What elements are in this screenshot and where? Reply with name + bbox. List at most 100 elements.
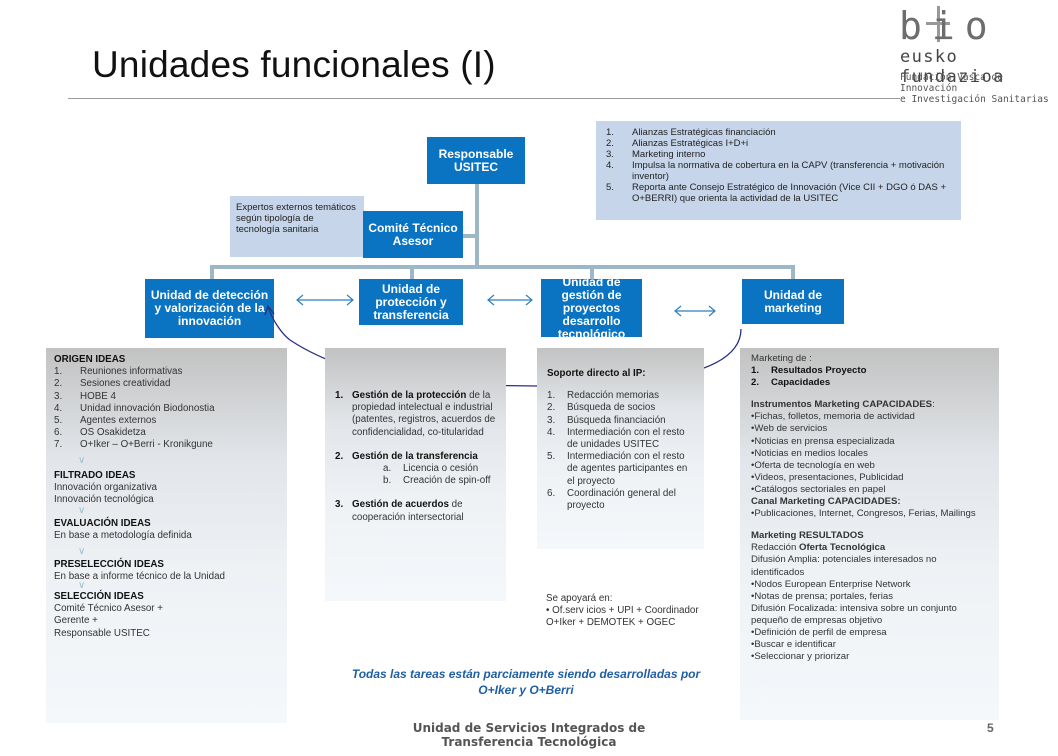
canal-item: •Publicaciones, Internet, Congresos, Fer… [751, 508, 976, 520]
proteccion-panel: 1. Gestión de la protección de la propie… [325, 348, 506, 601]
proteccion-item-title: Gestión de acuerdos [352, 499, 449, 511]
org-connector [475, 184, 479, 268]
filtrado-title: FILTRADO IDEAS [54, 469, 136, 481]
tasks-note: Todas las tareas están parciamente siend… [351, 667, 701, 697]
instrumentos-item: •Web de servicios [751, 423, 828, 435]
proteccion-item: 3. Gestión de acuerdos de cooperación in… [335, 499, 464, 523]
logo-subtitle: Fundación Vasca de Innovación e Investig… [900, 72, 1058, 105]
proteccion-subitem: b.Creación de spin-off [383, 475, 491, 487]
proteccion-item: 1. Gestión de la protección de la propie… [335, 390, 496, 438]
canal-title: Canal Marketing CAPACIDADES: [751, 496, 901, 508]
resultados-line: Difusión Amplia: potenciales interesados… [751, 554, 937, 578]
origen-item: 4.Unidad innovación Biodonostia [54, 402, 215, 414]
expertos-box: Expertos externos temáticos según tipolo… [230, 196, 364, 257]
origen-item: 5.Agentes externos [54, 415, 157, 427]
resultados-line: •Definición de perfil de empresa [751, 626, 887, 638]
instrumentos-item: •Noticias en prensa especializada [751, 435, 895, 447]
proteccion-item-text: de cooperación intersectorial [352, 499, 464, 523]
gestion-item: 4.Intermediación con el resto de unidade… [547, 426, 685, 451]
unidad-proteccion-label: Unidad de protección y transferencia [373, 281, 449, 322]
preseleccion-line: En base a informe técnico de la Unidad [54, 570, 226, 582]
marketing-intro-item: 2.Capacidades [751, 377, 831, 389]
down-arrow-icon: ∨ [78, 454, 86, 466]
page-number: 5 [987, 721, 994, 735]
seleccion-line: Responsable USITEC [54, 627, 150, 639]
apoyo-title: Se apoyará en: [546, 593, 613, 604]
logo-subtitle-line: e Investigación Sanitarias [900, 94, 1049, 105]
unidad-deteccion-label: Unidad de detección y valorización de la… [150, 288, 269, 328]
origen-item: 3.HOBE 4 [54, 390, 116, 402]
gestion-item: 2.Búsqueda de socios [547, 402, 656, 414]
alianzas-box: 1.Alianzas Estratégicas financiación 2.A… [596, 121, 961, 220]
gestion-title: Soporte directo al IP: [547, 368, 646, 379]
seleccion-title: SELECCIÓN IDEAS [54, 591, 144, 603]
logo-cross-mark [926, 22, 950, 25]
alianzas-item: 3.Marketing interno [606, 149, 706, 160]
logo-wordmark: bio [899, 4, 998, 48]
instrumentos-item: •Oferta de tecnología en web [751, 459, 875, 471]
title-divider [68, 98, 900, 99]
instrumentos-item: •Catálogos sectoriales en papel [751, 483, 886, 495]
proteccion-item-title: Gestión de la transferencia [352, 450, 478, 462]
down-arrow-icon: ∨ [78, 545, 86, 557]
seleccion-line: Gerente + [54, 615, 98, 627]
gestion-item: 1.Redacción memorias [547, 390, 660, 402]
unidad-gestion-label: Unidad de gestión de proyectos desarroll… [557, 274, 626, 341]
alianzas-item: 1.Alianzas Estratégicas financiación [606, 127, 776, 138]
responsable-label: Responsable USITEC [438, 146, 514, 174]
marketing-intro: Marketing de : [751, 353, 812, 364]
gestion-item: 5.Intermediación con el resto de agentes… [547, 451, 688, 487]
gestion-panel: Soporte directo al IP: 1.Redacción memor… [537, 348, 704, 549]
origen-item: 6.OS Osakidetza [54, 427, 146, 439]
instrumentos-item: •Noticias en medios locales [751, 447, 868, 459]
expertos-text: Expertos externos temáticos según tipolo… [236, 202, 356, 235]
seleccion-line: Comité Técnico Asesor + [54, 603, 163, 615]
org-connector [590, 265, 594, 279]
instrumentos-title: Instrumentos Marketing CAPACIDADES: [751, 399, 935, 411]
footer-text: Unidad de Servicios Integrados de Transf… [0, 721, 1058, 749]
deteccion-panel: ORIGEN IDEAS 1.Reuniones informativas 2.… [46, 348, 287, 723]
double-arrow-icon [674, 305, 716, 317]
origen-item: 7.O+Iker – O+Berri - Kronikgune [54, 439, 213, 451]
org-connector [410, 265, 414, 279]
filtrado-line: Innovación tecnológica [54, 494, 154, 506]
proteccion-subitem: a.Licencia o cesión [383, 463, 479, 475]
unidad-proteccion-box: Unidad de protección y transferencia [359, 279, 463, 325]
apoyo-line: O+Iker + DEMOTEK + OGEC [546, 617, 676, 629]
proteccion-item: 2. Gestión de la transferencia [335, 450, 478, 462]
filtrado-line: Innovación organizativa [54, 481, 157, 493]
unidad-marketing-label: Unidad de marketing [763, 287, 822, 315]
org-connector [210, 265, 214, 279]
unidad-gestion-box: Unidad de gestión de proyectos desarroll… [541, 275, 642, 340]
responsable-box: Responsable USITEC [427, 137, 525, 184]
alianzas-item: 4.Impulsa la normativa de cobertura en l… [606, 160, 945, 182]
logo-subtitle-line: Fundación Vasca de Innovación [900, 72, 1003, 94]
org-connector [210, 265, 795, 269]
instrumentos-item: •Videos, presentaciones, Publicidad [751, 471, 904, 483]
org-connector [791, 265, 795, 279]
unidad-deteccion-box: Unidad de detección y valorización de la… [145, 279, 274, 338]
double-arrow-icon [487, 294, 533, 306]
resultados-line: Redacción Oferta Tecnológica [751, 542, 886, 554]
resultados-title: Marketing RESULTADOS [751, 530, 864, 542]
resultados-line: •Notas de prensa; portales, ferias [751, 590, 894, 602]
logo-name: eusko fundazioa [900, 47, 1005, 87]
resultados-line: Difusión Focalizada: intensiva sobre un … [751, 602, 957, 626]
resultados-line: •Nodos European Enterprise Network [751, 578, 911, 590]
marketing-intro-item: 1.Resultados Proyecto [751, 365, 867, 377]
apoyo-note: Se apoyará en: • Of.serv icios + UPI + C… [546, 593, 716, 630]
comite-label: Comité Técnico Asesor [368, 220, 458, 248]
proteccion-item-text: de la propiedad intelectual e industrial… [352, 390, 496, 438]
apoyo-line: • Of.serv icios + UPI + Coordinador [546, 605, 699, 617]
resultados-line: •Buscar e identificar [751, 639, 836, 651]
footer-line: Unidad de Servicios Integrados de [412, 721, 646, 735]
evaluacion-line: En base a metodología definida [54, 530, 192, 542]
org-connector [463, 234, 477, 238]
proteccion-item-title: Gestión de la protección [352, 390, 467, 401]
origen-item: 2.Sesiones creatividad [54, 378, 171, 390]
gestion-item: 3.Búsqueda financiación [547, 414, 666, 426]
comite-box: Comité Técnico Asesor [363, 211, 463, 258]
origen-title: ORIGEN IDEAS [54, 354, 126, 365]
double-arrow-icon [296, 294, 354, 306]
gestion-item: 6.Coordinación general del proyecto [547, 487, 676, 512]
